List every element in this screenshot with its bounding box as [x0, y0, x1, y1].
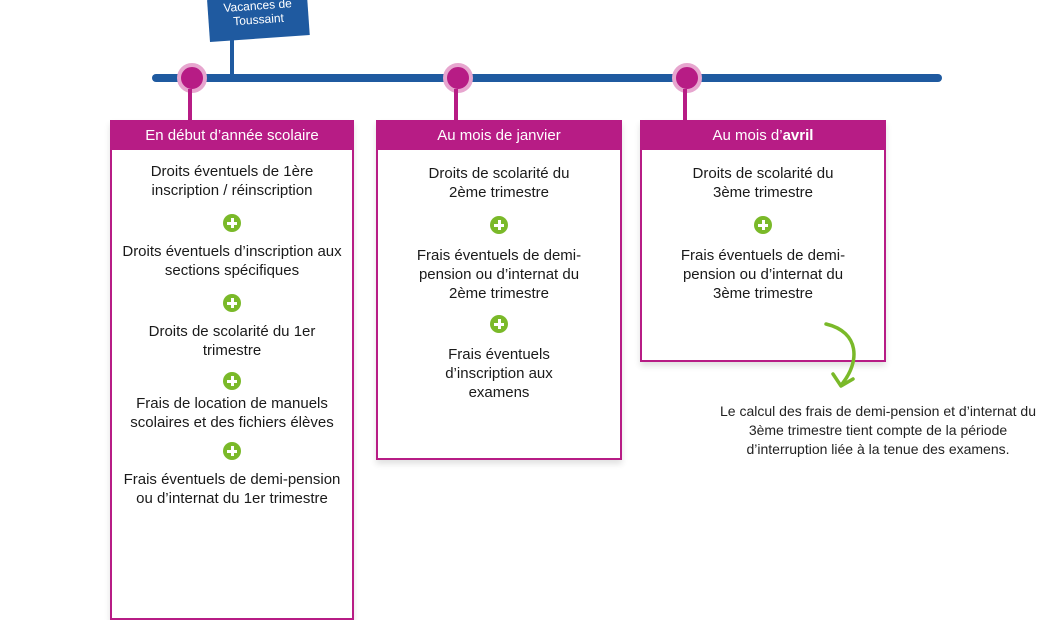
list-item: Frais éventuels d’inscription aux examen… — [445, 346, 553, 401]
plus-icon — [490, 216, 508, 234]
card-header: En début d’année scolaire — [112, 122, 352, 150]
card-start-of-year: En début d’année scolaire Droits éventue… — [110, 120, 354, 620]
plus-icon — [223, 214, 241, 232]
timeline-marker-april — [672, 63, 702, 93]
plus-icon — [490, 315, 508, 333]
card-april: Au mois d’avril Droits de scolarité du 3… — [640, 120, 886, 362]
toussaint-holiday-flag: Vacances de Toussaint — [207, 0, 310, 42]
list-item: Droits de scolarité du 1er trimestre — [148, 323, 316, 359]
timeline-stem-start — [188, 89, 192, 121]
list-item: Droits éventuels de 1ère inscription / r… — [150, 163, 314, 199]
card-january: Au mois de janvier Droits de scolarité d… — [376, 120, 622, 460]
flag-pole — [230, 40, 234, 76]
list-item: Frais éventuels de demi-pension ou d’int… — [416, 247, 582, 302]
exam-period-note: Le calcul des frais de demi-pension et d… — [720, 403, 1036, 457]
list-item: Frais éventuels de demi-pension ou d’int… — [680, 247, 846, 302]
card-header-prefix: Au mois d’ — [712, 127, 783, 144]
list-item: Frais de location de manuels scolaires e… — [130, 395, 334, 431]
list-item: Droits de scolarité du 2ème trimestre — [428, 165, 570, 201]
plus-icon — [223, 442, 241, 460]
timeline-stem-january — [454, 89, 458, 121]
timeline-stem-april — [683, 89, 687, 121]
list-item: Droits éventuels d’inscription aux secti… — [122, 243, 342, 279]
card-header: Au mois de janvier — [378, 122, 620, 150]
timeline-marker-january — [443, 63, 473, 93]
list-item: Droits de scolarité du 3ème trimestre — [692, 165, 834, 201]
curved-arrow-icon — [824, 322, 856, 388]
plus-icon — [223, 372, 241, 390]
list-item: Frais éventuels de demi-pension ou d’int… — [123, 471, 341, 507]
plus-icon — [754, 216, 772, 234]
plus-icon — [223, 294, 241, 312]
timeline-bar — [152, 74, 942, 82]
card-header-bold: avril — [782, 127, 814, 144]
timeline-marker-start — [177, 63, 207, 93]
card-header: Au mois d’avril — [642, 122, 884, 150]
